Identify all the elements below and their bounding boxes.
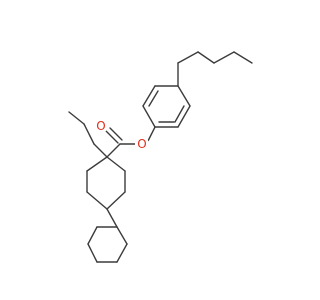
bond	[116, 243, 128, 263]
bond	[86, 156, 108, 172]
bond	[177, 105, 191, 128]
carbonyl-double-bond	[109, 127, 123, 141]
bond	[142, 85, 156, 107]
bond	[197, 51, 215, 64]
aromatic-inner-bond	[148, 90, 159, 107]
atom-background	[135, 137, 149, 151]
ester-oxygen-atom: O	[135, 137, 149, 151]
bond	[106, 191, 126, 210]
bond	[116, 226, 128, 245]
bond	[83, 123, 95, 145]
propyl-chain	[68, 111, 108, 158]
molecule-diagram: O O	[68, 51, 253, 263]
benzene-ring	[142, 85, 191, 128]
bond	[177, 85, 191, 107]
bond	[106, 156, 126, 172]
bond	[68, 111, 85, 125]
bond	[142, 105, 156, 128]
oxygen-label: O	[96, 119, 105, 133]
bond	[86, 191, 108, 210]
bond	[213, 51, 235, 64]
cyclohexyl-ring	[87, 226, 128, 263]
atom-background	[94, 119, 108, 133]
ester-group	[105, 126, 156, 158]
bond	[106, 143, 121, 158]
pentyl-chain	[177, 51, 253, 87]
bond	[87, 243, 98, 263]
bond	[147, 126, 156, 142]
carbonyl-oxygen-atom: O	[94, 119, 108, 133]
bond	[93, 143, 108, 158]
cyclohexane-ring	[86, 156, 126, 210]
bond	[233, 51, 253, 64]
aromatic-inner-bond	[174, 105, 185, 123]
ring-link-bond	[106, 208, 118, 228]
bond	[177, 51, 199, 64]
carbonyl-double-bond	[105, 130, 119, 144]
bond	[87, 226, 98, 245]
oxygen-label: O	[137, 137, 146, 151]
